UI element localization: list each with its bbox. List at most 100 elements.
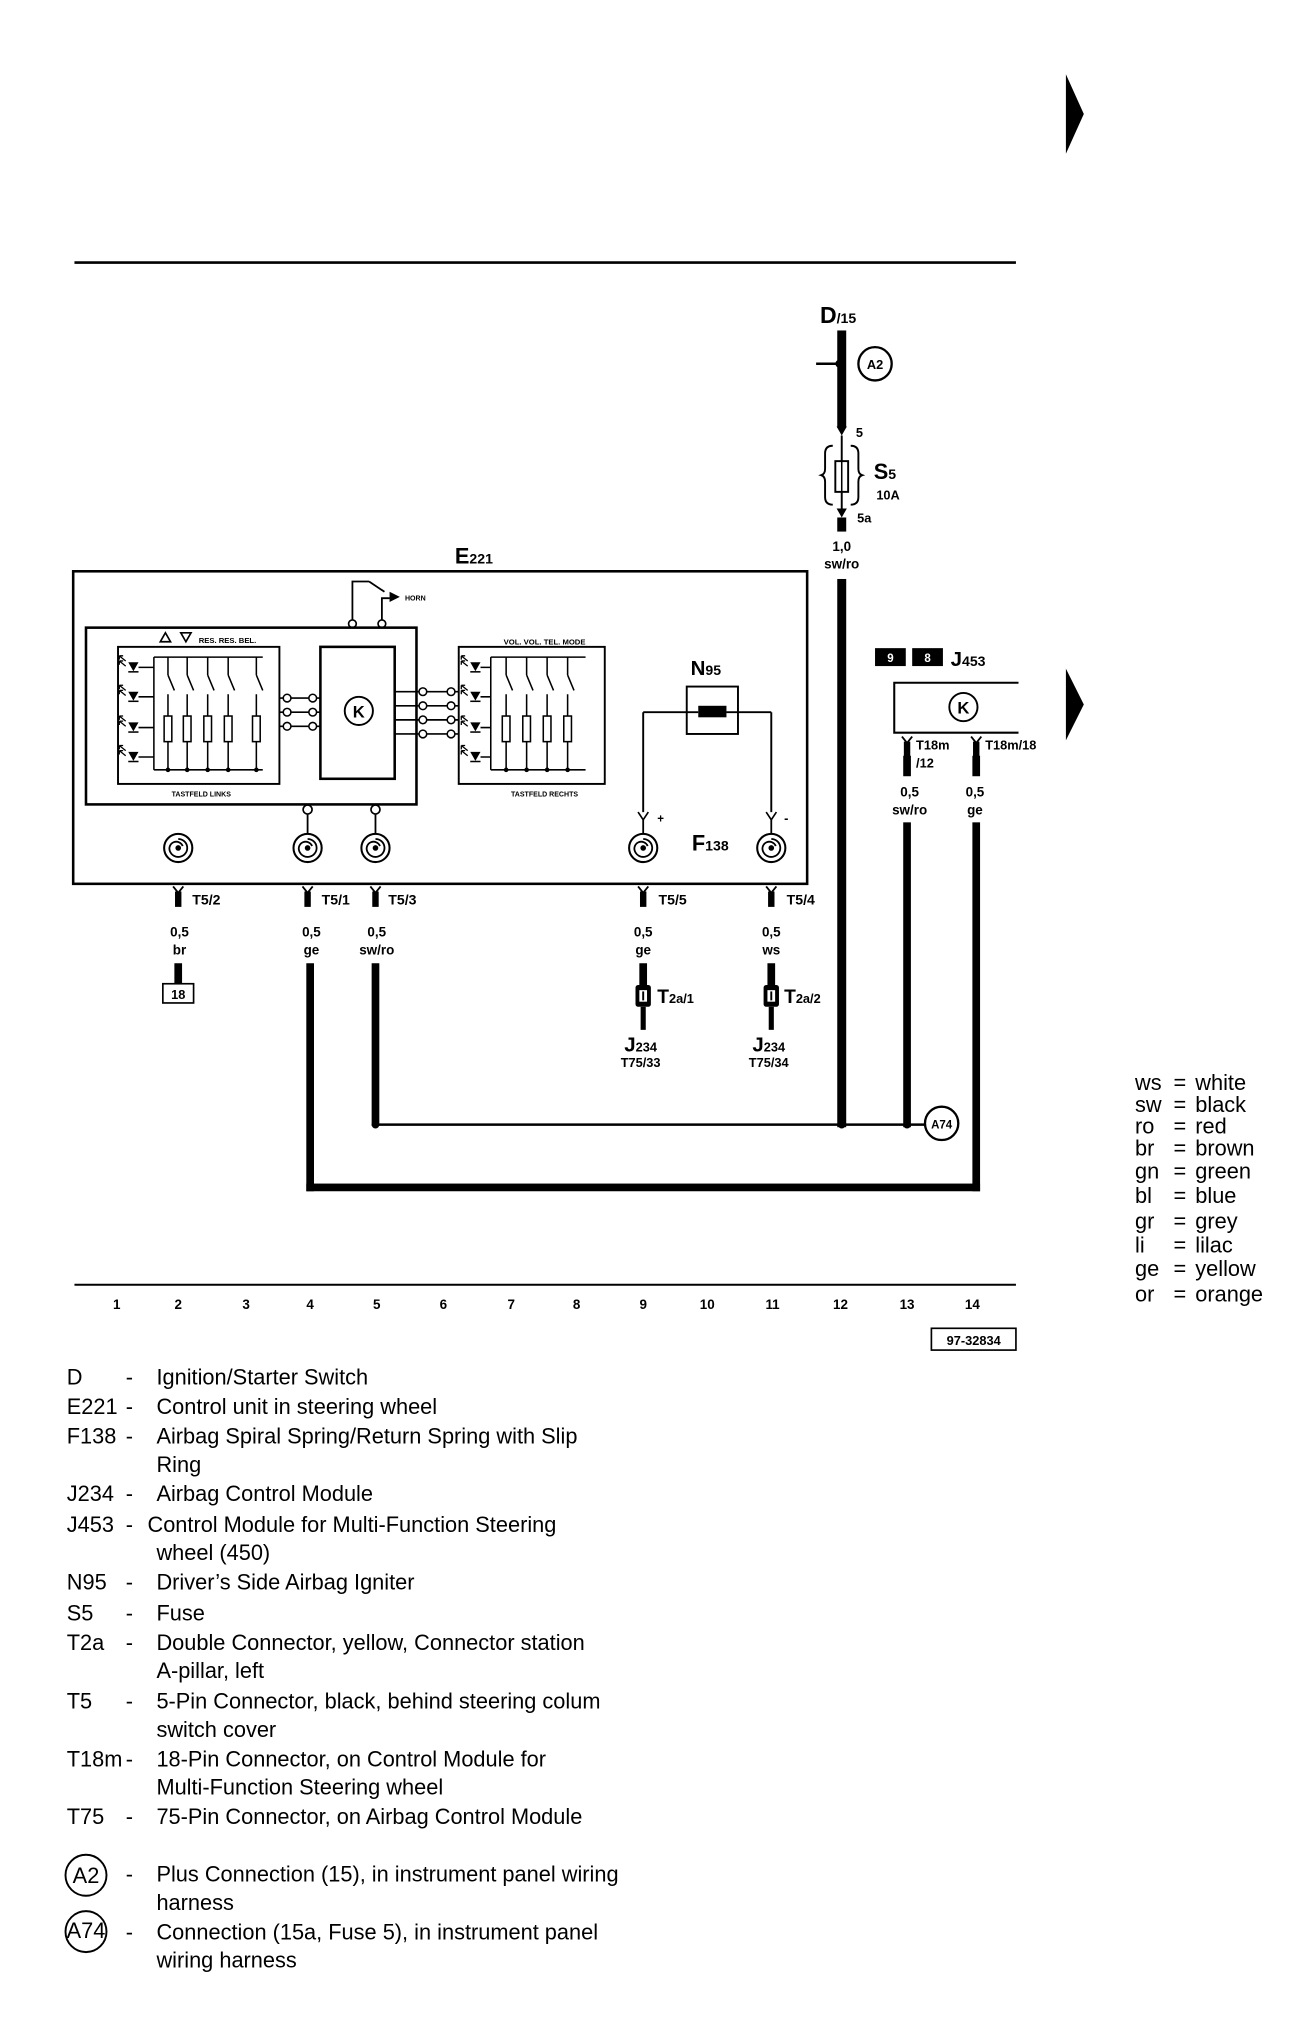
legend-item: J234 - Airbag Control Module xyxy=(67,1481,373,1506)
connector-t5-1: T5/1 0,5 ge xyxy=(301,885,350,1192)
button-switch xyxy=(163,656,176,773)
led-icon xyxy=(460,715,482,733)
svg-text:J453: J453 xyxy=(67,1512,114,1537)
legend-item: J453 - Control Module for Multi-Function… xyxy=(67,1512,557,1565)
svg-text:-: - xyxy=(126,1630,133,1655)
connector-pin: T5/5 xyxy=(659,891,687,907)
connector-pin: T5/3 xyxy=(388,891,416,907)
fuse-pin-out: 5a xyxy=(857,511,872,526)
spiral-spring-icon xyxy=(756,832,787,864)
mfsw-module-j453: 9 8 J453 K T18m /12 0,5 sw/ro T18m/18 0,… xyxy=(875,648,1036,1192)
track-number: 4 xyxy=(306,1297,314,1312)
airbag-module-pin: T75/34 xyxy=(749,1055,790,1070)
svg-text:-: - xyxy=(126,1424,133,1449)
wire xyxy=(972,822,981,1192)
legend-item: T5 - 5-Pin Connector, black, behind stee… xyxy=(67,1689,601,1742)
wire-color: ws xyxy=(761,942,780,957)
steering-wheel-electronics xyxy=(84,626,418,806)
led-icon xyxy=(460,744,482,763)
badge-label: 9 xyxy=(887,653,893,665)
svg-text:-: - xyxy=(126,1394,133,1419)
wire xyxy=(371,963,380,1126)
wire-supply-bottom xyxy=(837,578,847,1128)
wire-size: 0,5 xyxy=(762,924,781,939)
track-number: 14 xyxy=(965,1297,980,1312)
wire-color: ge xyxy=(304,942,320,957)
svg-text:-: - xyxy=(126,1919,133,1944)
connector-pin: T5/4 xyxy=(787,891,815,907)
igniter-minus: - xyxy=(784,810,788,825)
led-icon xyxy=(118,655,140,673)
button-switch xyxy=(251,656,264,773)
svg-text:ro=red: ro=red xyxy=(1135,1114,1227,1139)
horn-label: HORN xyxy=(405,596,426,603)
wire-size: 0,5 xyxy=(634,924,653,939)
wire-size: 0,5 xyxy=(966,785,985,800)
svg-text:Fuse: Fuse xyxy=(156,1600,204,1625)
svg-text:harness: harness xyxy=(156,1890,234,1915)
svg-text:gn=green: gn=green xyxy=(1135,1158,1251,1183)
junction-dot xyxy=(837,1120,846,1129)
left-pad-buttons: RES. RES. BEL. xyxy=(199,636,257,645)
junction-dot xyxy=(371,1120,380,1129)
led-icon xyxy=(118,684,140,703)
horn-icon xyxy=(389,591,400,603)
svg-text:sw=black: sw=black xyxy=(1135,1092,1246,1117)
down-triangle-icon xyxy=(179,631,193,644)
badge-label: 8 xyxy=(924,653,931,665)
terminal xyxy=(302,804,313,815)
control-unit-label: E221 xyxy=(455,544,493,569)
button-switch xyxy=(542,656,555,773)
led-icon xyxy=(460,655,482,673)
right-button-pad: VOL. VOL. TEL. MODE TASTFELD RECHTS xyxy=(457,637,606,799)
spiral-spring-icon xyxy=(163,832,194,864)
ground-ref: 18 xyxy=(171,987,185,1002)
track-number: 12 xyxy=(833,1297,848,1312)
legend-item: D - Ignition/Starter Switch xyxy=(67,1365,368,1390)
junction-dot xyxy=(903,1120,911,1129)
bus-ge xyxy=(306,1183,981,1192)
svg-text:-: - xyxy=(126,1862,133,1887)
svg-text:Control Module for Multi-Funct: Control Module for Multi-Function Steeri… xyxy=(147,1512,556,1537)
fuse-rating: 10A xyxy=(876,488,899,503)
airbag-module-label: J234 xyxy=(752,1034,786,1057)
double-connector-label: T2a/2 xyxy=(784,987,821,1008)
connector-pin: T5/2 xyxy=(192,891,220,907)
left-pad-links xyxy=(279,693,321,731)
wire-color: ge xyxy=(967,803,983,818)
svg-text:-: - xyxy=(126,1804,133,1829)
connector-t5-4: T5/4 0,5 ws T2a/2 J234 T75/34 xyxy=(749,885,821,1070)
fuse-bracket-right xyxy=(850,444,866,506)
svg-text:Airbag Spiral Spring/Return Sp: Airbag Spiral Spring/Return Spring with … xyxy=(156,1424,577,1449)
svg-text:A2: A2 xyxy=(73,1863,100,1888)
wire-size: 0,5 xyxy=(367,924,386,939)
left-button-pad: RES. RES. BEL. TASTFELD LINKS xyxy=(117,631,281,799)
svg-text:5-Pin Connector, black, behind: 5-Pin Connector, black, behind steering … xyxy=(156,1689,600,1714)
wire xyxy=(903,822,911,1128)
left-pad-label: TASTFELD LINKS xyxy=(172,792,232,799)
svg-text:Control unit in steering wheel: Control unit in steering wheel xyxy=(156,1394,437,1419)
legend-item: T75 - 75-Pin Connector, on Airbag Contro… xyxy=(67,1804,583,1829)
wire-supply-top xyxy=(837,330,847,428)
svg-text:S5: S5 xyxy=(67,1600,94,1625)
svg-text:Ignition/Starter Switch: Ignition/Starter Switch xyxy=(156,1365,368,1390)
airbag-module-label: J234 xyxy=(624,1034,658,1057)
track-number: 3 xyxy=(242,1297,249,1312)
track-number: 11 xyxy=(765,1297,780,1312)
connector-t5-5: T5/5 0,5 ge T2a/1 J234 T75/33 xyxy=(621,885,694,1070)
svg-text:Plus Connection (15), in instr: Plus Connection (15), in instrument pane… xyxy=(156,1862,618,1887)
button-switch xyxy=(223,656,236,773)
svg-text:wheel (450): wheel (450) xyxy=(155,1540,270,1565)
button-switch xyxy=(203,656,215,773)
ground-ref-box xyxy=(162,982,195,1004)
svg-text:Airbag Control Module: Airbag Control Module xyxy=(156,1481,373,1506)
control-unit-e221: E221 HORN RES. RES. BEL. xyxy=(71,544,809,886)
wire-color: sw/ro xyxy=(892,803,927,818)
supply-circuit: D/15 A2 5 S5 10A 5a 1,0 sw/ro xyxy=(816,302,900,1128)
svg-text:Ring: Ring xyxy=(156,1452,201,1477)
track-number: 8 xyxy=(573,1297,581,1312)
wire xyxy=(306,963,314,1192)
led-icon xyxy=(118,744,140,763)
svg-text:T18m: T18m xyxy=(67,1746,123,1771)
svg-text:switch cover: switch cover xyxy=(156,1717,276,1742)
